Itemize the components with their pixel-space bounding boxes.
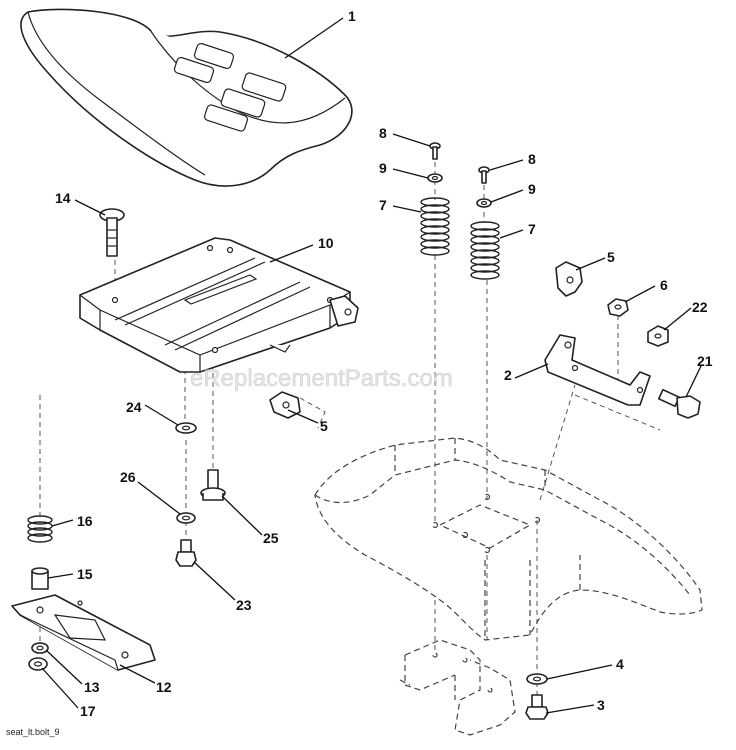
callout-6: 6 bbox=[660, 277, 668, 293]
knob-upper[interactable] bbox=[555, 261, 583, 297]
bracket[interactable] bbox=[544, 334, 651, 406]
washer-9-right[interactable] bbox=[476, 198, 492, 208]
bolt-21[interactable] bbox=[657, 388, 701, 419]
callout-26: 26 bbox=[120, 469, 136, 485]
callout-7-right: 7 bbox=[528, 221, 536, 237]
callout-7-left: 7 bbox=[379, 197, 387, 213]
callout-14: 14 bbox=[55, 190, 71, 206]
figure-code: seat_lt.bolt_9 bbox=[6, 727, 60, 737]
callout-labels: 1 8 9 7 8 9 7 14 10 5 6 22 2 21 5 24 26 … bbox=[55, 8, 713, 719]
seat-pan[interactable] bbox=[79, 237, 359, 373]
callout-22: 22 bbox=[692, 299, 708, 315]
bolt-3[interactable] bbox=[525, 694, 549, 720]
chassis-frame bbox=[314, 437, 703, 641]
callout-5-upper: 5 bbox=[607, 249, 615, 265]
watermark: eReplacementParts.com bbox=[190, 365, 453, 392]
nut-6[interactable] bbox=[607, 298, 629, 317]
pin-8-right[interactable] bbox=[478, 166, 490, 184]
spring-7-right[interactable] bbox=[470, 221, 500, 280]
washer-24[interactable] bbox=[175, 422, 197, 434]
callout-15: 15 bbox=[77, 566, 93, 582]
callout-13: 13 bbox=[84, 679, 100, 695]
callout-4: 4 bbox=[616, 656, 624, 672]
leader-lines bbox=[41, 17, 702, 714]
bolt-25[interactable] bbox=[200, 469, 226, 501]
seat[interactable] bbox=[20, 8, 353, 187]
hex-screw-23[interactable] bbox=[175, 539, 197, 567]
callout-10: 10 bbox=[318, 235, 334, 251]
callout-16: 16 bbox=[77, 513, 93, 529]
alignment-lines bbox=[39, 162, 661, 700]
callout-17: 17 bbox=[80, 703, 96, 719]
callout-21: 21 bbox=[697, 353, 713, 369]
nut-13[interactable] bbox=[31, 642, 49, 654]
callout-3: 3 bbox=[597, 697, 605, 713]
callout-2: 2 bbox=[504, 367, 512, 383]
callout-8-right: 8 bbox=[528, 151, 536, 167]
callout-25: 25 bbox=[263, 530, 279, 546]
callout-5-lower: 5 bbox=[320, 418, 328, 434]
lower-mount-bracket bbox=[399, 639, 516, 736]
carriage-bolt[interactable] bbox=[99, 208, 125, 257]
callout-9-left: 9 bbox=[379, 160, 387, 176]
washer-9-left[interactable] bbox=[427, 173, 443, 183]
callout-9-right: 9 bbox=[528, 181, 536, 197]
slide-plate[interactable] bbox=[11, 594, 156, 671]
callout-1: 1 bbox=[348, 8, 356, 24]
spring-16[interactable] bbox=[27, 515, 53, 543]
callout-23: 23 bbox=[236, 597, 252, 613]
bushing[interactable] bbox=[31, 567, 49, 590]
callout-8-left: 8 bbox=[379, 125, 387, 141]
callout-24: 24 bbox=[126, 399, 142, 415]
pin-8-left[interactable] bbox=[429, 142, 441, 160]
washer-4[interactable] bbox=[526, 673, 548, 685]
callout-12: 12 bbox=[156, 679, 172, 695]
washer-26[interactable] bbox=[176, 512, 196, 524]
spring-7-left[interactable] bbox=[420, 197, 450, 256]
nut-22[interactable] bbox=[647, 325, 669, 347]
washer-17[interactable] bbox=[28, 657, 48, 671]
